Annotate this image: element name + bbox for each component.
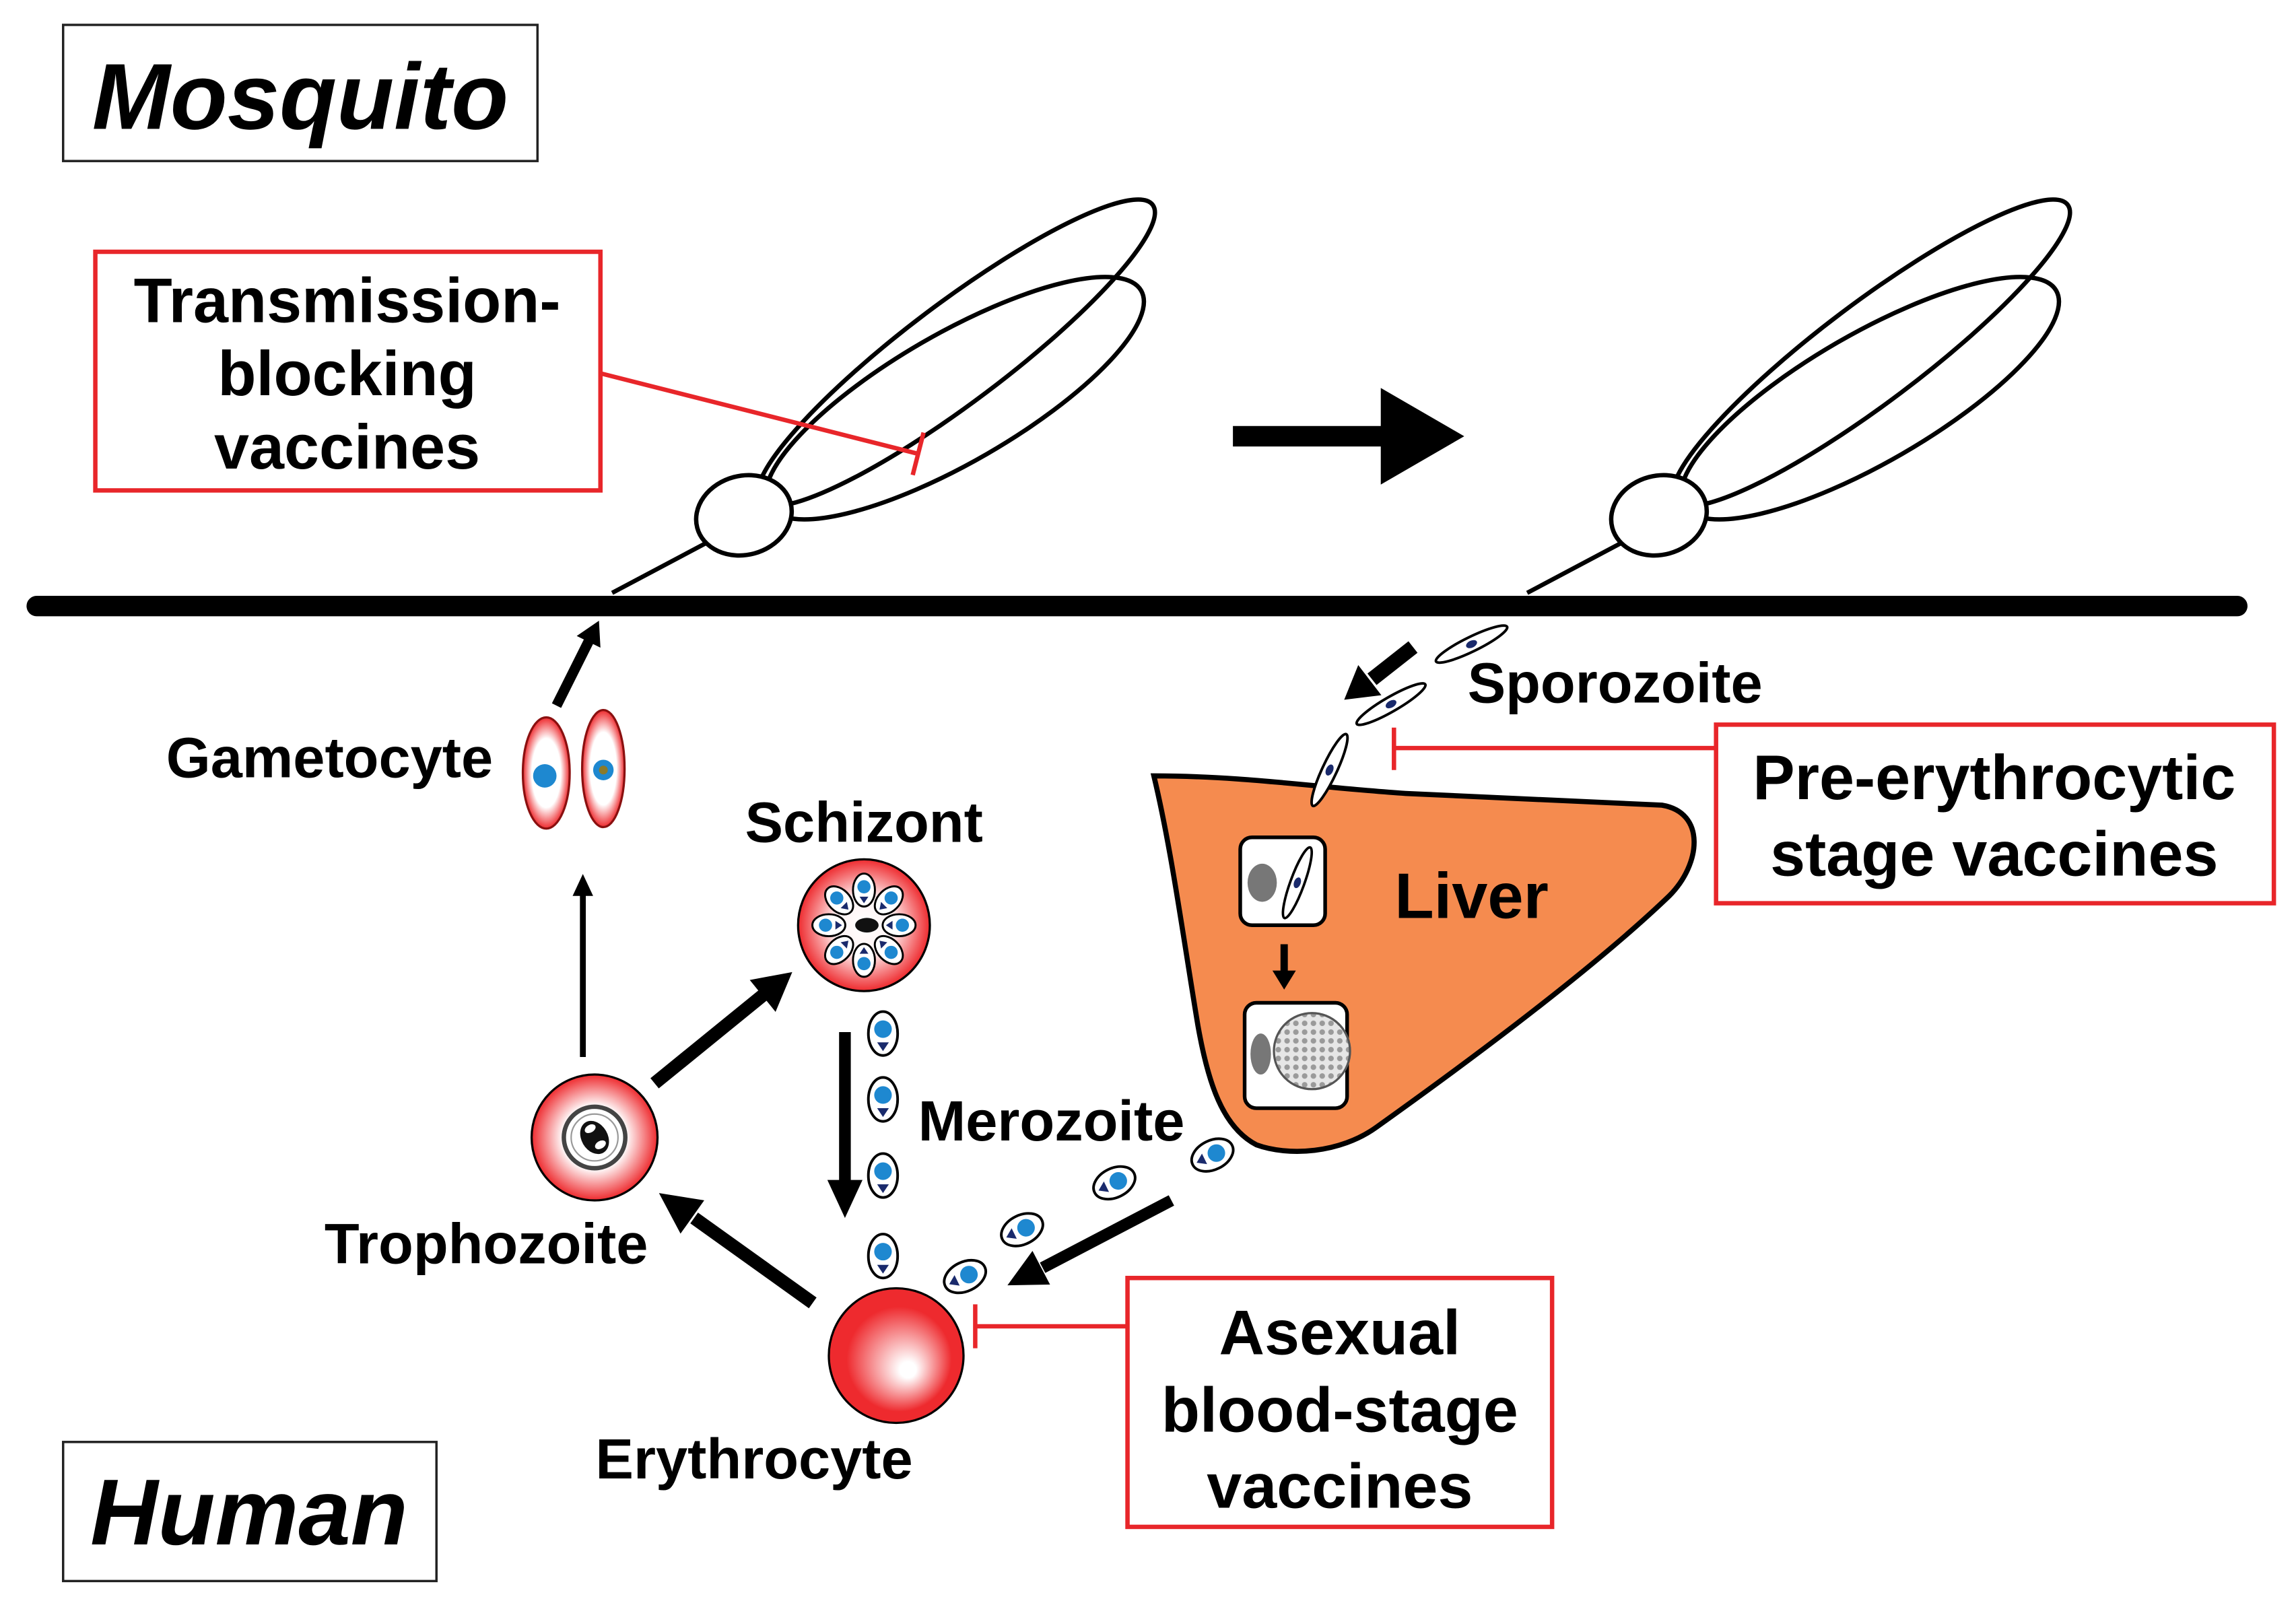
residual-body: [855, 918, 879, 933]
merozoite-icon: [867, 1010, 900, 1057]
liver-schizont-icon: [1273, 1012, 1351, 1091]
arrow-head: [572, 874, 593, 896]
trophozoite-to-gametocyte-arrow: [572, 874, 593, 1057]
arrow-head: [827, 1180, 863, 1219]
merozoite-icon: [852, 943, 876, 978]
hepatocyte-schizont-icon: [1242, 1000, 1351, 1110]
vacuole-ring: [570, 1113, 619, 1162]
vaccine-label-line-3: vaccines: [214, 411, 480, 482]
human-title-box: [62, 1441, 438, 1583]
vaccine-label-line-3: vaccines: [1207, 1451, 1473, 1522]
gametocyte-icon: [521, 716, 571, 830]
parasite-vacuole: [584, 1124, 596, 1134]
trophozoite-label: Trophozoite: [325, 1212, 648, 1276]
liver-shape: [1150, 773, 1697, 1154]
vaccine-label-line-1: Pre-erythrocytic: [1753, 742, 2235, 813]
erythrocyte-label: Erythrocyte: [595, 1427, 912, 1491]
arrow-head: [576, 620, 601, 648]
arrow-head: [1272, 970, 1296, 990]
arrow-head: [1380, 388, 1464, 485]
pre-erythrocytic-vaccine: Pre-erythrocytic stage vaccines: [1392, 722, 2276, 906]
mosquito-title: Mosquito: [62, 24, 539, 162]
parasite-vacuole: [595, 1140, 606, 1149]
arrow-shaft: [551, 638, 594, 708]
mosquito-icon-right: [1526, 197, 2072, 595]
gametocyte-nucleus: [533, 764, 557, 788]
mosquito-body: [1609, 473, 1710, 558]
merozoite-icon: [867, 1152, 900, 1199]
inhibition-line: [599, 371, 919, 456]
trophozoite-icon: [530, 1073, 659, 1202]
proboscis: [611, 539, 710, 595]
proboscis: [1526, 539, 1625, 595]
hepatocyte-infected-icon: [1238, 835, 1327, 927]
liver-internal-arrow: [1272, 944, 1296, 990]
gametocyte-icon: [580, 708, 626, 829]
merozoite-icon: [994, 1205, 1050, 1254]
gametocytes: [521, 708, 626, 830]
asexual-blood-stage-vaccine: Asexual blood-stage vaccines: [973, 1276, 1555, 1530]
hepatocyte-nucleus: [1250, 1033, 1271, 1075]
vaccine-box: [1714, 722, 2276, 906]
merozoite-icon: [1087, 1159, 1142, 1207]
inhibition-bar: [910, 432, 926, 476]
gametocyte-pigment: [599, 765, 608, 775]
vaccine-label-line-2: blocking: [217, 338, 476, 409]
mosquito-title-text: Mosquito: [92, 44, 508, 149]
liver-label: Liver: [1394, 860, 1549, 932]
arrow-shaft: [1233, 425, 1386, 447]
vaccine-box: [1125, 1276, 1555, 1530]
arrow-head: [749, 971, 792, 1012]
sporozoite-label: Sporozoite: [1468, 651, 1763, 715]
arrow-head: [1344, 664, 1382, 700]
liver-to-erythrocyte-arrow: [1007, 1195, 1174, 1286]
gametocyte-label: Gametocyte: [166, 726, 493, 790]
human-title-text: Human: [90, 1460, 408, 1565]
arrow-head: [659, 1193, 704, 1234]
mosquito-title-box: [62, 24, 539, 162]
erythrocyte-to-trophozoite-arrow: [659, 1193, 817, 1309]
transmission-blocking-vaccine: Transmission- blocking vaccines: [93, 249, 926, 493]
schizont-to-erythrocyte-arrow: [827, 1031, 863, 1219]
liver: Liver: [1150, 773, 1697, 1154]
merozoites-from-schizont: [867, 1010, 900, 1280]
arrow-shaft: [1367, 641, 1418, 685]
gametocyte-to-mosquito-arrow: [551, 620, 601, 708]
merozoite-icon: [937, 1252, 993, 1301]
vaccine-label-line-1: Transmission-: [134, 265, 561, 335]
schizont-icon: [797, 858, 931, 992]
merozoite-label: Merozoite: [918, 1089, 1185, 1153]
merozoite-icon: [1184, 1130, 1240, 1180]
mosquito-development-arrow: [1233, 388, 1464, 485]
mosquito-icon-left: [611, 197, 1157, 595]
vaccine-box: [93, 249, 603, 493]
merozoite-icon: [867, 1076, 900, 1123]
vaccine-label-line-2: blood-stage: [1161, 1375, 1518, 1445]
arrow-head: [1007, 1251, 1050, 1286]
hepatocyte-nucleus: [1247, 863, 1277, 902]
erythrocyte-cell: [828, 1287, 965, 1425]
human-title: Human: [62, 1441, 438, 1583]
merozoite-icon: [867, 1233, 900, 1280]
merozoite-icon: [881, 913, 917, 938]
mosquito-body: [694, 473, 795, 558]
trophozoite-to-schizont-arrow: [650, 971, 792, 1089]
vaccine-label-line-1: Asexual: [1219, 1297, 1461, 1367]
arrow-shaft: [650, 988, 769, 1089]
merozoites-from-liver: [937, 1130, 1240, 1301]
arrow-shaft: [1040, 1195, 1174, 1273]
schizont-label: Schizont: [745, 790, 983, 854]
merozoite-icon: [852, 873, 876, 908]
vaccine-label-line-2: stage vaccines: [1770, 818, 2218, 889]
sporozoite-arrow: [1344, 641, 1418, 700]
erythrocyte-icon: [828, 1287, 965, 1425]
merozoite-icon: [811, 913, 846, 938]
arrow-shaft: [690, 1213, 817, 1309]
